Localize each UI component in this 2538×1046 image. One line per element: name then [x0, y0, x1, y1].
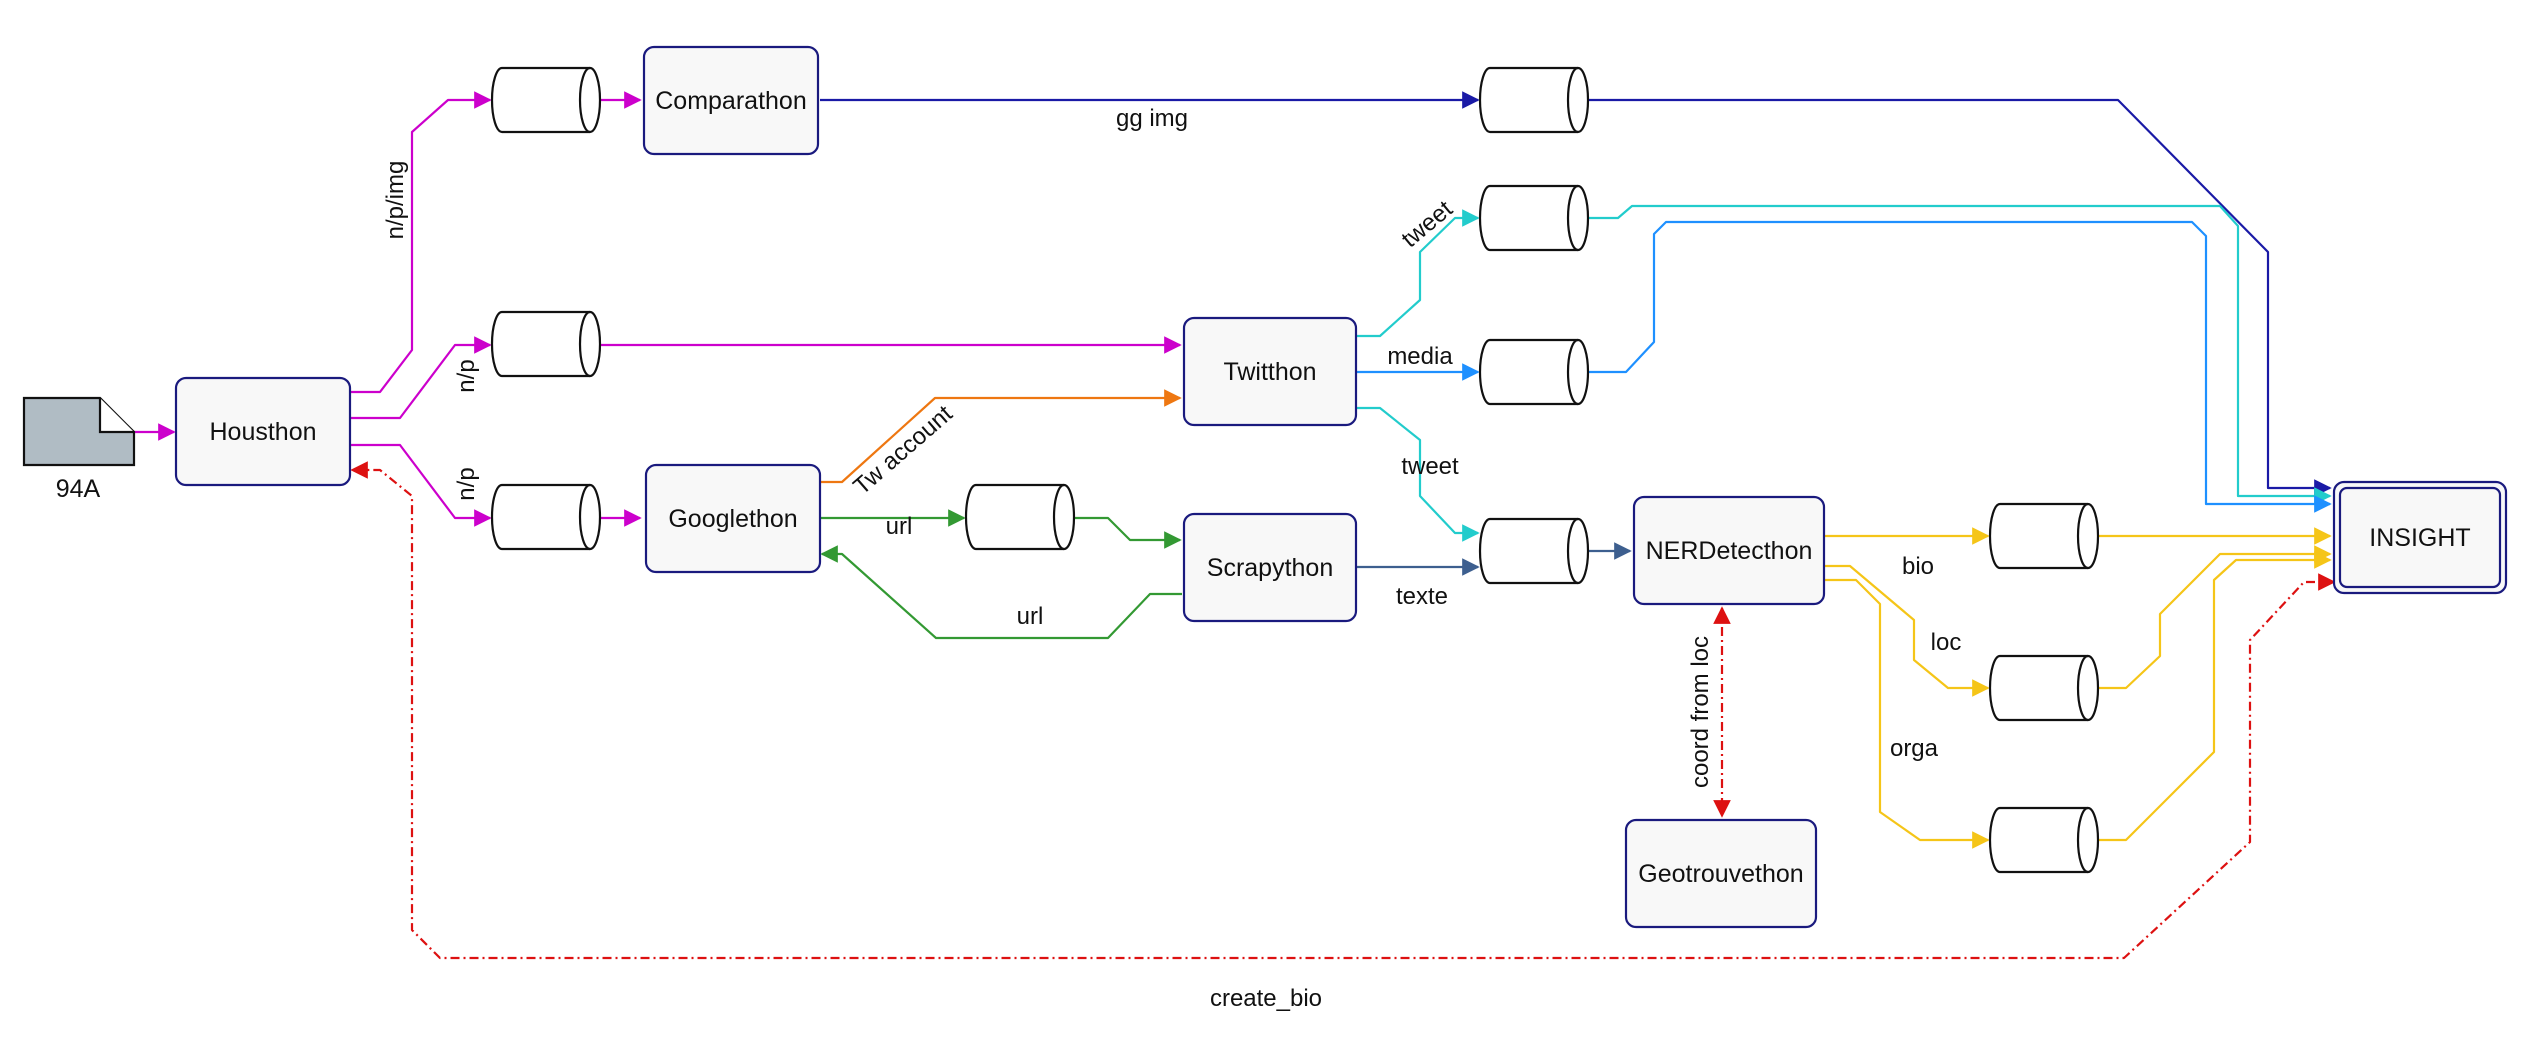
edge-cyl-tweet-upper-to-insight: [1588, 204, 2332, 505]
datastore-np-bottom: [490, 483, 602, 551]
datastore-loc: [1988, 654, 2100, 722]
node-comparathon-label: Comparathon: [655, 87, 806, 115]
edge-cyl-media-to-insight: [1588, 220, 2332, 513]
datastore-np-top: [490, 310, 602, 378]
label-orga: orga: [1890, 735, 1939, 762]
edge-cyl-orga-to-insight: [2098, 551, 2332, 842]
edge-create-bio-feedback: [350, 461, 2336, 960]
label-texte: texte: [1396, 583, 1448, 610]
node-scrapython[interactable]: Scrapython: [1182, 512, 1358, 623]
node-insight-label: INSIGHT: [2369, 524, 2470, 552]
datastore-tweet: [1478, 184, 1590, 252]
label-tw-account: Tw account: [848, 400, 958, 500]
edge-twitthon-to-cyl-tweet-upper: [1356, 209, 1480, 338]
label-loc: loc: [1931, 629, 1962, 656]
node-housthon-label: Housthon: [209, 418, 316, 446]
node-twitthon[interactable]: Twitthon: [1182, 316, 1358, 427]
node-geotrouvethon-label: Geotrouvethon: [1638, 860, 1803, 888]
node-twitthon-label: Twitthon: [1223, 358, 1316, 386]
edge-scrapython-to-googlethon: [820, 545, 1182, 640]
edge-housthon-to-cyl-np-top: [350, 336, 492, 420]
node-geotrouvethon[interactable]: Geotrouvethon: [1624, 818, 1818, 929]
label-n-p-img: n/p/img: [382, 161, 409, 240]
node-nerdetecthon[interactable]: NERDetecthon: [1632, 495, 1826, 606]
datastore-gg-img: [1478, 66, 1590, 134]
input-file-icon[interactable]: 94A: [22, 396, 136, 503]
edge-nerdetecthon-to-cyl-orga: [1824, 578, 1990, 849]
node-googlethon-label: Googlethon: [668, 505, 797, 533]
label-bio: bio: [1902, 553, 1934, 580]
label-coord-from-loc: coord from loc: [1687, 636, 1714, 788]
datastore-media: [1478, 338, 1590, 406]
node-insight[interactable]: INSIGHT: [2332, 480, 2508, 595]
input-file-label: 94A: [56, 475, 101, 503]
datastore-bio: [1988, 502, 2100, 570]
label-media: media: [1387, 343, 1453, 370]
node-scrapython-label: Scrapython: [1207, 554, 1333, 582]
label-url-back: url: [1017, 603, 1044, 630]
datastore-img: [490, 66, 602, 134]
edge-cyl-url-to-scrapython: [1074, 516, 1182, 549]
label-n-p-top: n/p: [453, 359, 480, 392]
label-url-forward: url: [886, 513, 913, 540]
datastore-orga: [1988, 806, 2100, 874]
node-googlethon[interactable]: Googlethon: [644, 463, 822, 574]
datastore-texte: [1478, 517, 1590, 585]
node-comparathon[interactable]: Comparathon: [642, 45, 820, 156]
label-tweet-lower: tweet: [1401, 453, 1459, 480]
edge-cyl-gg-to-insight: [1588, 98, 2332, 497]
label-create-bio: create_bio: [1210, 985, 1322, 1012]
edge-nerdetecthon-to-cyl-loc: [1824, 564, 1990, 697]
label-gg-img: gg img: [1116, 105, 1188, 132]
datastore-url: [964, 483, 1076, 551]
node-housthon[interactable]: Housthon: [174, 376, 352, 487]
node-nerdetecthon-label: NERDetecthon: [1646, 537, 1813, 565]
edge-housthon-to-cyl-img: [350, 91, 492, 394]
label-n-p-bottom: n/p: [453, 467, 480, 500]
